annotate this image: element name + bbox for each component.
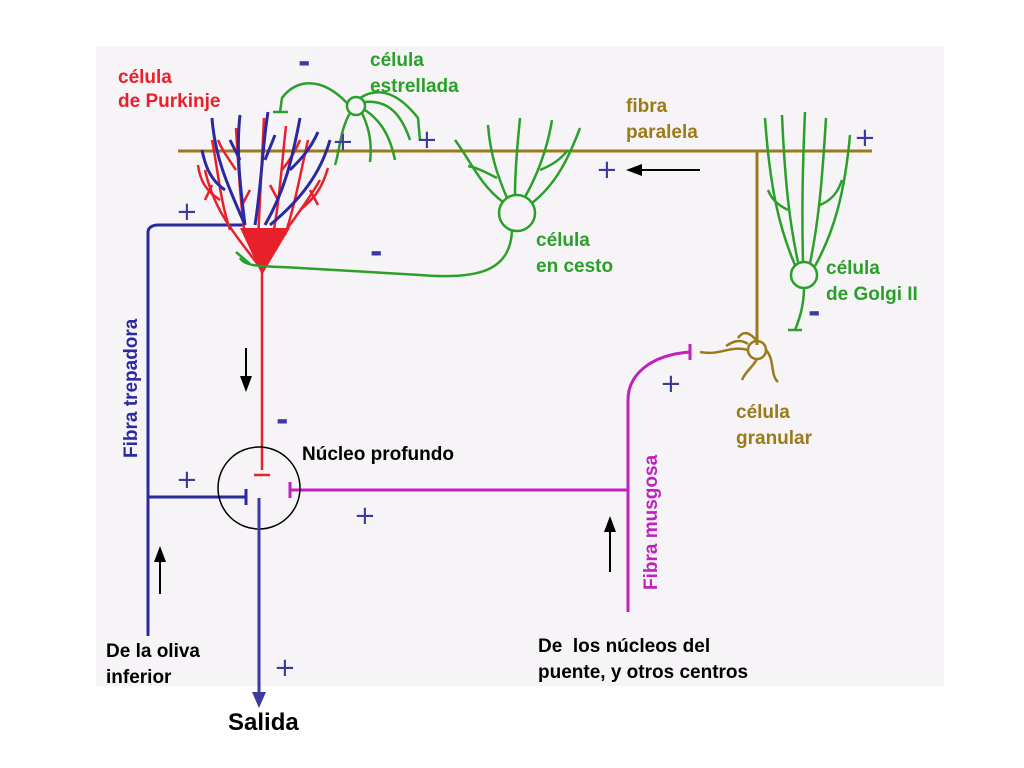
arrow-down-purkinje (240, 348, 252, 392)
plus-sign: + (596, 155, 618, 185)
plus-sign: + (176, 197, 198, 227)
label-stellate-1: célula (370, 50, 424, 71)
label-purkinje-1: célula (118, 67, 172, 88)
plus-sign: + (332, 127, 354, 157)
mossy-fiber (288, 344, 692, 612)
label-golgi-2: de Golgi II (826, 284, 918, 305)
plus-sign: + (660, 369, 682, 399)
arrow-left-parallel (626, 164, 700, 176)
plus-sign: + (354, 501, 376, 531)
label-stellate-2: estrellada (370, 76, 459, 97)
label-golgi-1: célula (826, 258, 880, 279)
label-granular-1: célula (736, 402, 790, 423)
arrow-up-climbing (154, 546, 166, 594)
plus-sign: + (176, 465, 198, 495)
label-olive-1: De la oliva (106, 641, 200, 662)
label-deep-nucleus: Núcleo profundo (302, 444, 454, 465)
granular-cell (699, 331, 779, 383)
label-pons-2: puente, y otros centros (538, 662, 748, 683)
label-mossy-fiber: Fibra musgosa (641, 454, 662, 590)
label-olive-2: inferior (106, 667, 172, 688)
label-output: Salida (228, 709, 299, 736)
parallel-fiber (178, 149, 872, 345)
plus-sign: + (416, 125, 438, 155)
climbing-fiber-dendrites (200, 111, 332, 227)
minus-sign: - (276, 403, 288, 438)
minus-sign: - (298, 45, 310, 80)
label-parallel-2: paralela (626, 122, 698, 143)
label-pons-1: De los núcleos del (538, 636, 710, 657)
purkinje-soma (240, 228, 290, 275)
label-basket-1: célula (536, 230, 590, 251)
climbing-fiber (146, 223, 248, 636)
basket-cell (235, 117, 582, 278)
minus-sign: - (808, 295, 820, 330)
label-granular-2: granular (736, 428, 813, 449)
stellate-cell (273, 82, 422, 166)
label-purkinje-2: de Purkinje (118, 91, 220, 112)
label-parallel-1: fibra (626, 96, 668, 117)
plus-sign: + (854, 123, 876, 153)
minus-sign: - (370, 235, 382, 270)
arrow-up-mossy (604, 516, 616, 572)
label-climbing-fiber: Fibra trepadora (121, 318, 142, 458)
plus-sign: + (274, 653, 296, 683)
purkinje-cell (196, 117, 330, 477)
golgi-cell (763, 111, 852, 332)
label-basket-2: en cesto (536, 256, 613, 277)
output-fiber (252, 498, 266, 708)
